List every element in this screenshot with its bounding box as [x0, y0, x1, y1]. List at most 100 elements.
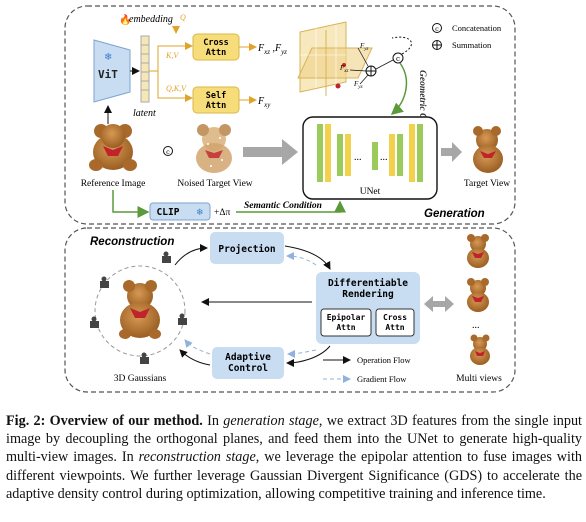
- caption-fig-label: Fig. 2: Overview of our method.: [6, 413, 203, 429]
- rendering-to-adaptive: [286, 345, 331, 367]
- operation-flow-label: Operation Flow: [357, 355, 411, 365]
- adaptive-control-block: Adaptive Control: [212, 347, 284, 379]
- svg-text:Cross: Cross: [383, 313, 407, 322]
- camera-icon: [100, 276, 109, 288]
- multi-view-dots: ...: [472, 320, 480, 331]
- q-label: Q: [180, 13, 186, 22]
- reconstruction-panel: [64, 227, 516, 393]
- sum-to-concat: [375, 59, 394, 70]
- gradient-to-adaptive: [287, 349, 317, 358]
- svg-text:Cross: Cross: [203, 38, 229, 48]
- dashed-curve: [391, 36, 412, 55]
- adaptive-to-gaussians: [179, 349, 211, 366]
- gaussians-label: 3D Gaussians: [114, 374, 167, 384]
- clip-label: CLIP: [157, 207, 180, 218]
- camera-icon: [140, 352, 149, 364]
- latent-to-self-arrow: [157, 71, 193, 102]
- cross-attn-recon-block: [375, 308, 415, 337]
- reference-image-bear: [89, 124, 137, 171]
- multi-views-label: Multi views: [456, 374, 502, 384]
- fxz-fyz-label: Fxz ,Fyz: [257, 43, 287, 56]
- vit-block: ❄ ViT: [93, 39, 131, 103]
- reference-image-label: Reference Image: [81, 178, 146, 189]
- projection-block: Projection: [210, 232, 284, 264]
- snowflake-icon: ❄: [104, 52, 112, 63]
- qkv-label: Q,K,V: [166, 84, 187, 93]
- svg-text:Differentiable: Differentiable: [328, 278, 408, 289]
- svg-text:c: c: [435, 25, 439, 33]
- differentiable-rendering-block: Differentiable Rendering Epipolar Attn C…: [316, 272, 420, 344]
- semantic-condition-label: Semantic Condition: [244, 201, 322, 211]
- gaussians-orbit: [94, 265, 186, 357]
- gradient-to-gaussians: [184, 339, 211, 355]
- multi-view-bear-2: [467, 278, 489, 312]
- sum-legend-label: Summation: [452, 40, 492, 50]
- latent-label: latent: [133, 108, 156, 119]
- svg-text:Projection: Projection: [218, 244, 275, 255]
- svg-text:...: ...: [354, 152, 362, 163]
- legend-top: c Concatenation Summation: [432, 23, 502, 50]
- target-view-bear: [473, 126, 503, 173]
- clip-block: CLIP ❄: [149, 202, 211, 221]
- svg-text:Attn: Attn: [385, 323, 404, 332]
- to-target-arrow: [441, 142, 462, 162]
- svg-text:Rendering: Rendering: [342, 289, 394, 300]
- svg-text:Adaptive: Adaptive: [225, 352, 271, 363]
- latent-tokens: [140, 35, 150, 103]
- ref-to-clip-arrow: [112, 190, 150, 218]
- fxy-label: Fxy: [257, 96, 271, 109]
- svg-text:Attn: Attn: [206, 101, 226, 111]
- unet-block: ... ... UNet: [302, 116, 438, 200]
- gradient-flow-label: Gradient Flow: [357, 374, 407, 384]
- plane-label-xz: Fxz: [339, 64, 349, 74]
- svg-text:...: ...: [380, 152, 388, 163]
- kv-label: K,V: [165, 51, 179, 60]
- render-multiview-arrow: [424, 296, 454, 312]
- svg-text:Attn: Attn: [336, 323, 355, 332]
- svg-text:c: c: [166, 148, 170, 156]
- concat-legend-label: Concatenation: [452, 23, 502, 33]
- semantic-arrow: [236, 200, 346, 213]
- triplane-diagram: Fyz Fxz Fyx: [297, 21, 377, 96]
- self-attn-block: Self Attn: [192, 86, 240, 114]
- camera-icon: [162, 251, 171, 263]
- geometric-arrow: [390, 62, 408, 115]
- snowflake-icon: ❄: [196, 208, 204, 218]
- noised-target-label: Noised Target View: [177, 179, 252, 189]
- svg-text:Control: Control: [228, 363, 268, 374]
- fire-icon: 🔥: [119, 13, 131, 26]
- diagram: ❄ ViT latent 🔥 embedding Q K,V Q,K,V Cro…: [64, 5, 516, 393]
- multi-view-bear-1: [467, 234, 489, 268]
- gaussians-to-projection: [174, 244, 208, 266]
- cross-attn-block: Cross Attn: [192, 33, 240, 61]
- gaussians-bear: [119, 280, 161, 339]
- latent-to-cross-arrow: [149, 42, 193, 72]
- concat-symbol: [163, 146, 173, 156]
- svg-text:Epipolar: Epipolar: [327, 312, 366, 322]
- plane-label-yx: Fyx: [353, 80, 364, 90]
- svg-text:Self: Self: [206, 91, 226, 101]
- generation-panel: [64, 5, 516, 225]
- camera-icon: [178, 313, 187, 325]
- embedding-label: embedding: [129, 14, 173, 25]
- plane-label-yz: Fyz: [359, 42, 369, 52]
- multi-view-bear-3: [470, 334, 490, 365]
- gradient-to-projection: [286, 252, 317, 266]
- reconstruction-label: Reconstruction: [90, 236, 174, 248]
- target-view-label: Target View: [464, 179, 510, 189]
- vit-label: ViT: [98, 68, 118, 81]
- generation-label: Generation: [424, 208, 485, 220]
- figure-caption: Fig. 2: Overview of our method. In gener…: [6, 413, 583, 502]
- concat-node: [392, 52, 404, 64]
- unet-label: UNet: [360, 187, 381, 197]
- geometric-condition-label: Geometric Condition: [417, 70, 427, 152]
- svg-text:Attn: Attn: [206, 48, 226, 58]
- epipolar-attn-block: [320, 308, 372, 337]
- camera-icon: [90, 316, 99, 328]
- svg-text:c: c: [396, 55, 400, 63]
- to-unet-arrow: [243, 139, 298, 165]
- noised-target-bear: [196, 124, 232, 173]
- projection-to-rendering: [284, 245, 331, 270]
- delta-pi-label: +Δπ: [214, 208, 230, 218]
